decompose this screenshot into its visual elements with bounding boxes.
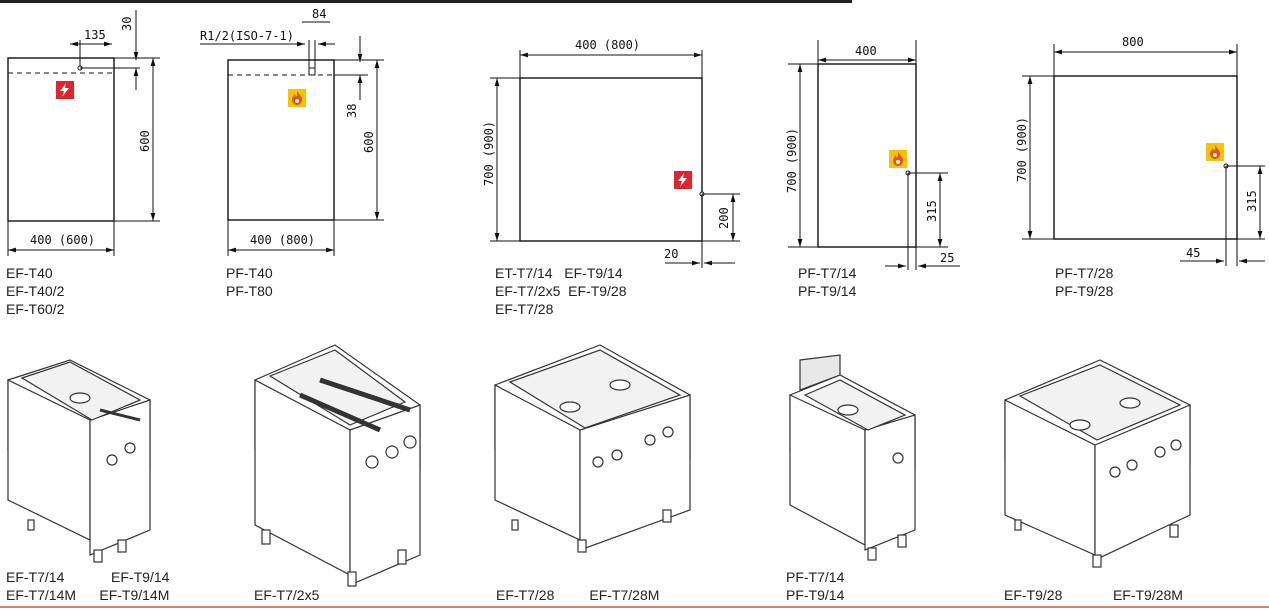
dim-700-900-b: 700 (900) <box>785 128 799 193</box>
dim-200: 200 <box>717 207 731 229</box>
model-label: EF-T9/28 <box>1004 587 1063 603</box>
fryer-illustration-double <box>494 344 691 553</box>
flame-icon <box>889 150 907 168</box>
dim-315-b: 315 <box>1245 190 1259 212</box>
dim-20: 20 <box>664 247 678 261</box>
model-label: PF-T9/14 <box>786 587 845 603</box>
model-list-5: PF-T7/28 PF-T9/28 <box>1055 264 1113 300</box>
model-label: PF-T9/28 <box>1055 283 1114 299</box>
dim-700-900-c: 700 (900) <box>1015 117 1029 182</box>
fryer-illustration-single <box>7 359 151 563</box>
top-rule <box>0 0 852 3</box>
model-label: PF-T80 <box>226 283 273 299</box>
flame-icon <box>288 89 306 107</box>
dim-315: 315 <box>925 200 939 222</box>
dim-38: 38 <box>345 104 359 118</box>
model-label: EF-T9/14 <box>111 569 170 585</box>
fryer-illustration-gas-double <box>1004 359 1191 568</box>
model-label: EF-T9/14 <box>564 265 623 281</box>
product-labels-2: EF-T7/2x5 <box>254 586 319 604</box>
model-label: EF-T7/2x5 <box>254 587 320 603</box>
model-list-2: PF-T40 PF-T80 <box>226 264 273 300</box>
product-labels-3: EF-T7/28 EF-T7/28M <box>496 586 659 604</box>
dim-600: 600 <box>138 130 152 152</box>
model-label: EF-T7/28M <box>589 587 660 603</box>
model-label: EF-T60/2 <box>6 301 65 317</box>
drawing-pf-t40 <box>200 21 384 256</box>
model-label: EF-T7/28 <box>496 587 555 603</box>
dim-400: 400 <box>855 44 877 58</box>
model-label: EF-T7/14 <box>6 569 65 585</box>
fryer-illustration-gas-single <box>789 354 916 561</box>
dim-25: 25 <box>940 251 954 265</box>
product-labels-5: EF-T9/28 EF-T9/28M <box>1004 586 1183 604</box>
model-label: EF-T40 <box>6 265 53 281</box>
dim-400-600: 400 (600) <box>30 233 95 247</box>
model-list-4: PF-T7/14 PF-T9/14 <box>798 264 856 300</box>
product-labels-1: EF-T7/14 EF-T9/14 EF-T7/14M EF-T9/14M <box>6 568 169 604</box>
model-label: EF-T7/14M <box>6 587 77 603</box>
flame-icon <box>1206 143 1224 161</box>
lightning-bolt-icon <box>674 171 692 189</box>
dim-400-800: 400 (800) <box>250 233 315 247</box>
dim-800: 800 <box>1122 35 1144 49</box>
model-list-3: ET-T7/14 EF-T9/14 EF-T7/2x5 EF-T9/28 EF-… <box>495 264 627 318</box>
model-label: ET-T7/14 <box>495 265 553 281</box>
dim-400-800-b: 400 (800) <box>575 38 640 52</box>
model-label: EF-T7/2x5 <box>495 283 561 299</box>
lightning-bolt-icon <box>56 81 74 99</box>
dim-700-900: 700 (900) <box>482 121 496 186</box>
drawing-ef-t7-14 <box>490 50 740 268</box>
model-list-1: EF-T40 EF-T40/2 EF-T60/2 <box>6 264 64 318</box>
model-label: PF-T7/14 <box>786 569 845 585</box>
model-label: PF-T7/14 <box>798 265 857 281</box>
dim-135: 135 <box>84 28 106 42</box>
product-labels-4: PF-T7/14 PF-T9/14 <box>786 568 844 604</box>
model-label: EF-T9/28M <box>1112 587 1183 603</box>
bottom-rule <box>0 606 1269 608</box>
model-label: PF-T9/14 <box>798 283 857 299</box>
model-label: EF-T7/28 <box>495 301 554 317</box>
drawing-ef-t40 <box>7 10 160 256</box>
model-label: EF-T9/14M <box>99 587 170 603</box>
model-label: EF-T40/2 <box>6 283 65 299</box>
model-label: PF-T40 <box>226 265 273 281</box>
dim-30: 30 <box>120 17 134 31</box>
fryer-illustration-2x5 <box>254 344 421 587</box>
dim-45: 45 <box>1186 246 1200 260</box>
drawing-pf-t7-14 <box>788 40 960 270</box>
dim-600-b: 600 <box>362 131 376 153</box>
model-label: PF-T7/28 <box>1055 265 1114 281</box>
fitting-label: R1/2(ISO-7-1) <box>200 29 294 43</box>
model-label: EF-T9/28 <box>568 283 627 299</box>
drawing-pf-t7-28 <box>1022 44 1265 266</box>
dim-84: 84 <box>312 7 326 21</box>
